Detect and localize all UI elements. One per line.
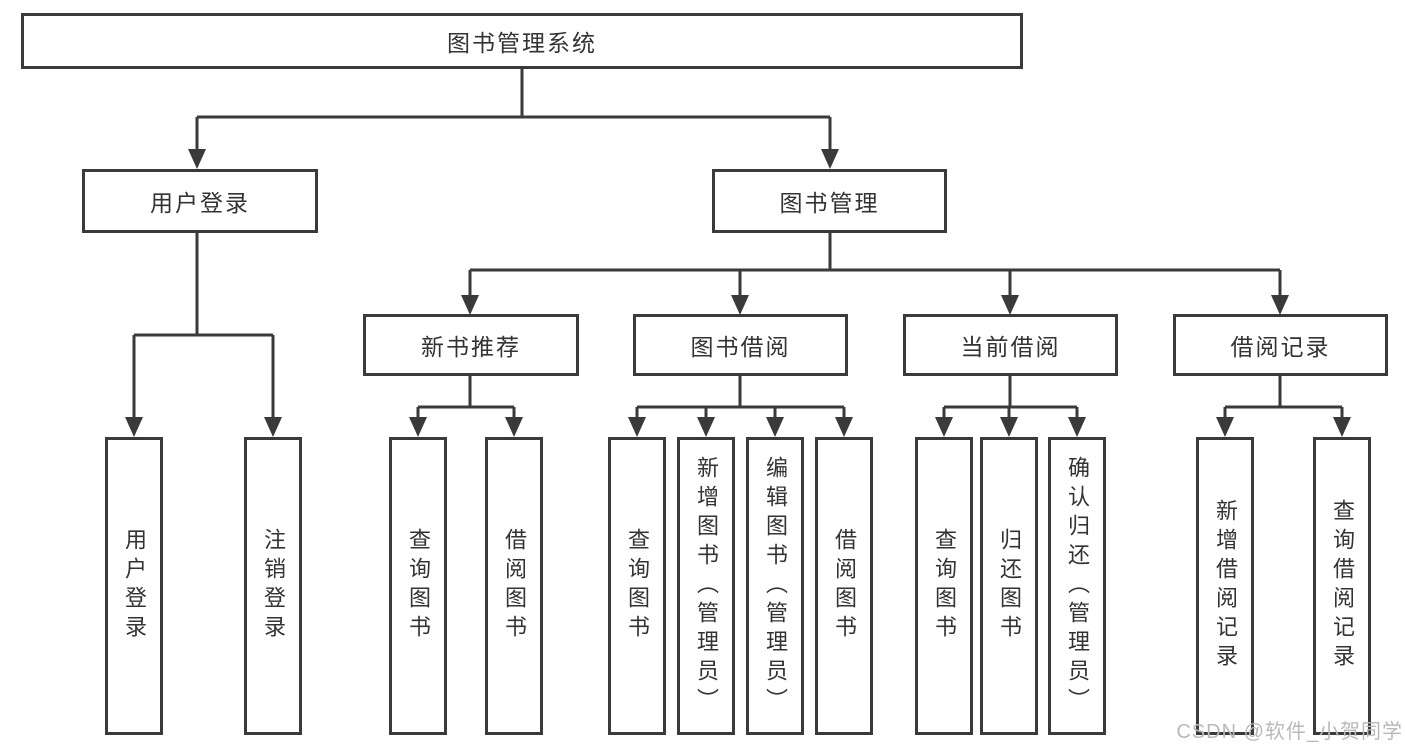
node-library-system: 图书管理系统 (21, 13, 1023, 69)
leaf-user-login: 用户登录 (105, 437, 163, 735)
leaf-borrow-books: 借阅图书 (815, 437, 873, 735)
arrow-down-icon (1333, 417, 1351, 437)
arrow-down-icon (409, 417, 427, 437)
arrow-down-icon (821, 149, 839, 169)
leaf-query-books-borrow: 查询图书 (608, 437, 666, 735)
arrow-down-icon (461, 295, 479, 315)
node-new-book-recommend: 新书推荐 (363, 314, 579, 376)
leaf-add-books-admin: 新增图书（管理员） (677, 437, 735, 735)
node-user-login: 用户登录 (82, 169, 318, 233)
leaf-borrow-books-recommend: 借阅图书 (485, 437, 543, 735)
node-book-borrow: 图书借阅 (633, 314, 848, 376)
arrow-down-icon (505, 417, 523, 437)
arrow-down-icon (1271, 295, 1289, 315)
arrow-down-icon (1068, 417, 1086, 437)
arrow-down-icon (835, 417, 853, 437)
leaf-logout-login: 注销登录 (244, 437, 302, 735)
leaf-query-borrow-record: 查询借阅记录 (1313, 437, 1371, 735)
arrow-down-icon (766, 417, 784, 437)
connector-book-mgmt-branch (468, 233, 1282, 298)
arrow-down-icon (1000, 417, 1018, 437)
connector-records-branch (1223, 376, 1344, 420)
connector-root-branch (195, 69, 832, 152)
connector-book-borrow-branch (635, 376, 846, 420)
arrow-down-icon (264, 417, 282, 437)
arrow-down-icon (1001, 295, 1019, 315)
node-borrow-records: 借阅记录 (1173, 314, 1388, 376)
leaf-edit-books-admin: 编辑图书（管理员） (746, 437, 804, 735)
arrow-down-icon (188, 149, 206, 169)
connector-user-login-branch (132, 232, 275, 420)
node-book-management: 图书管理 (712, 169, 947, 233)
arrow-down-icon (935, 417, 953, 437)
leaf-confirm-return-admin: 确认归还（管理员） (1048, 437, 1106, 735)
leaf-return-books: 归还图书 (980, 437, 1038, 735)
arrow-down-icon (697, 417, 715, 437)
connector-new-rec-branch (416, 376, 516, 420)
leaf-query-books-current: 查询图书 (915, 437, 973, 735)
arrow-down-icon (628, 417, 646, 437)
leaf-query-books-recommend: 查询图书 (389, 437, 447, 735)
watermark: CSDN @软件_小贺同学 (1176, 721, 1403, 743)
arrow-down-icon (1216, 417, 1234, 437)
leaf-add-borrow-record: 新增借阅记录 (1196, 437, 1254, 735)
connector-current-borrow-branch (942, 376, 1079, 420)
arrow-down-icon (731, 295, 749, 315)
node-current-borrow: 当前借阅 (903, 314, 1118, 376)
arrow-down-icon (125, 417, 143, 437)
arrowheads (125, 149, 1351, 437)
